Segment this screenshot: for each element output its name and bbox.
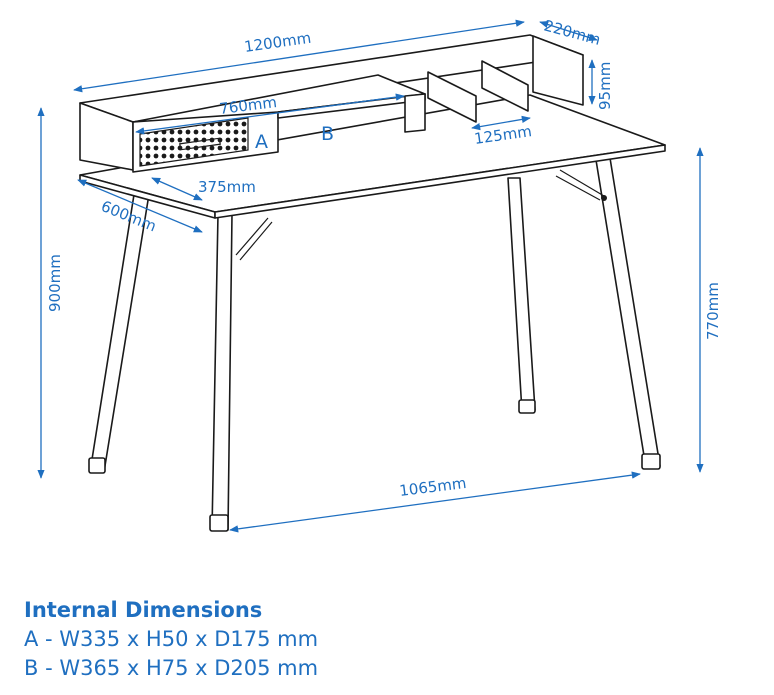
- brace-left: [235, 217, 273, 261]
- dim-width-total: 1200mm: [243, 29, 312, 56]
- dim-line-desk-depth: [77, 179, 203, 233]
- internal-dimension-a: A - W335 x H50 x D175 mm: [24, 627, 319, 651]
- dim-line-width-total: [73, 19, 525, 93]
- internal-dimension-b: B - W365 x H75 x D205 mm: [24, 656, 319, 680]
- right-side-panel: [532, 35, 584, 106]
- dim-line-leg-span: [229, 471, 641, 533]
- foot-back-right: [518, 399, 536, 414]
- brace-knob: [601, 195, 607, 201]
- dim-line-shelf-depth: [539, 20, 598, 42]
- dim-line-compartment: [471, 115, 531, 131]
- label-a: A: [255, 131, 268, 153]
- leg-back-right: [507, 177, 536, 413]
- legs: [88, 157, 661, 532]
- foot-front-right: [641, 453, 661, 470]
- dim-line-shelf-width: [135, 93, 405, 135]
- foot-front-left: [209, 514, 229, 532]
- leg-front-right: [595, 157, 661, 469]
- dim-height-total: 900mm: [46, 254, 64, 312]
- dim-height-desk: 770mm: [704, 282, 722, 340]
- internal-dimensions-title: Internal Dimensions: [24, 598, 263, 622]
- dim-leg-span: 1065mm: [398, 474, 467, 500]
- desktop-edge-front: [214, 144, 666, 219]
- foot-back-left: [88, 457, 106, 474]
- shelf-leg: [404, 93, 426, 133]
- dim-drawer: 375mm: [198, 178, 256, 196]
- dim-divider-height: 95mm: [596, 62, 614, 110]
- drawer-handle: [179, 137, 221, 151]
- leg-front-left: [211, 213, 233, 531]
- desk-diagram: 1200mm 220mm 95mm 760mm 125mm 375mm 600m…: [37, 16, 722, 533]
- brace-right: [555, 169, 605, 201]
- label-b: B: [321, 123, 334, 145]
